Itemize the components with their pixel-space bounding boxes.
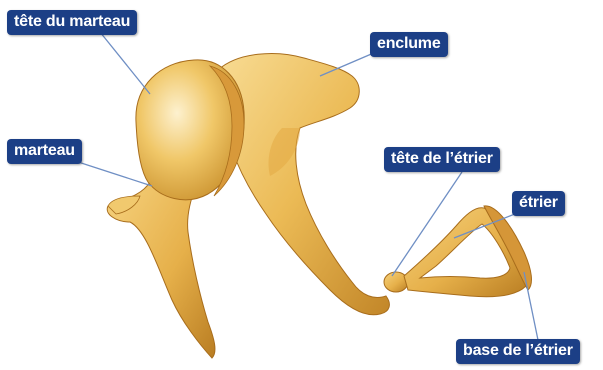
leader-tete-marteau: [100, 32, 150, 94]
leader-enclume: [320, 52, 376, 76]
incus-body: [216, 54, 389, 315]
label-enclume: enclume: [370, 32, 448, 57]
label-marteau: marteau: [7, 139, 82, 164]
leader-marteau: [72, 160, 152, 186]
label-base-de-l-etrier: base de l’étrier: [456, 339, 580, 364]
label-etrier: étrier: [512, 191, 565, 216]
label-tete-du-marteau: tête du marteau: [7, 10, 137, 35]
label-tete-de-l-etrier: tête de l’étrier: [384, 147, 500, 172]
